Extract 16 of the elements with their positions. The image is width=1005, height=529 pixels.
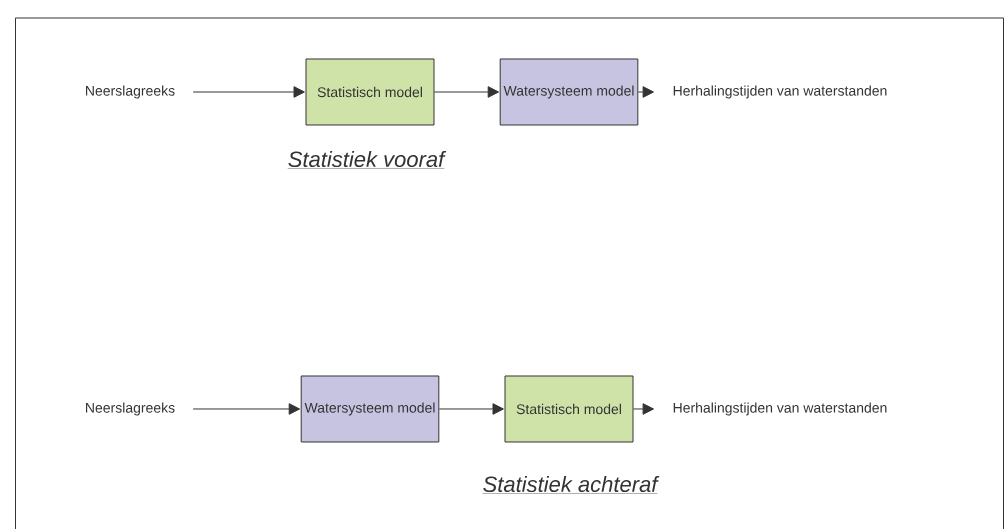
- io-text: Herhalingstijden van waterstanden: [673, 402, 887, 416]
- process-box: Watersysteem model: [300, 375, 440, 443]
- section-title: Statistiek vooraf: [287, 150, 447, 169]
- arrow: [633, 403, 654, 415]
- arrow: [192, 86, 305, 98]
- io-text: Herhalingstijden van waterstanden: [673, 85, 887, 99]
- arrow: [438, 403, 504, 415]
- io-text: Neerslagreeks: [86, 402, 175, 416]
- process-box: Statistisch model: [305, 58, 435, 126]
- io-text: Neerslagreeks: [86, 85, 175, 99]
- arrow: [637, 86, 654, 98]
- process-box: Watersysteem model: [499, 58, 639, 126]
- arrow: [434, 86, 500, 98]
- section-title: Statistiek achteraf: [482, 475, 660, 494]
- arrow: [192, 403, 301, 415]
- process-box: Statistisch model: [504, 375, 634, 443]
